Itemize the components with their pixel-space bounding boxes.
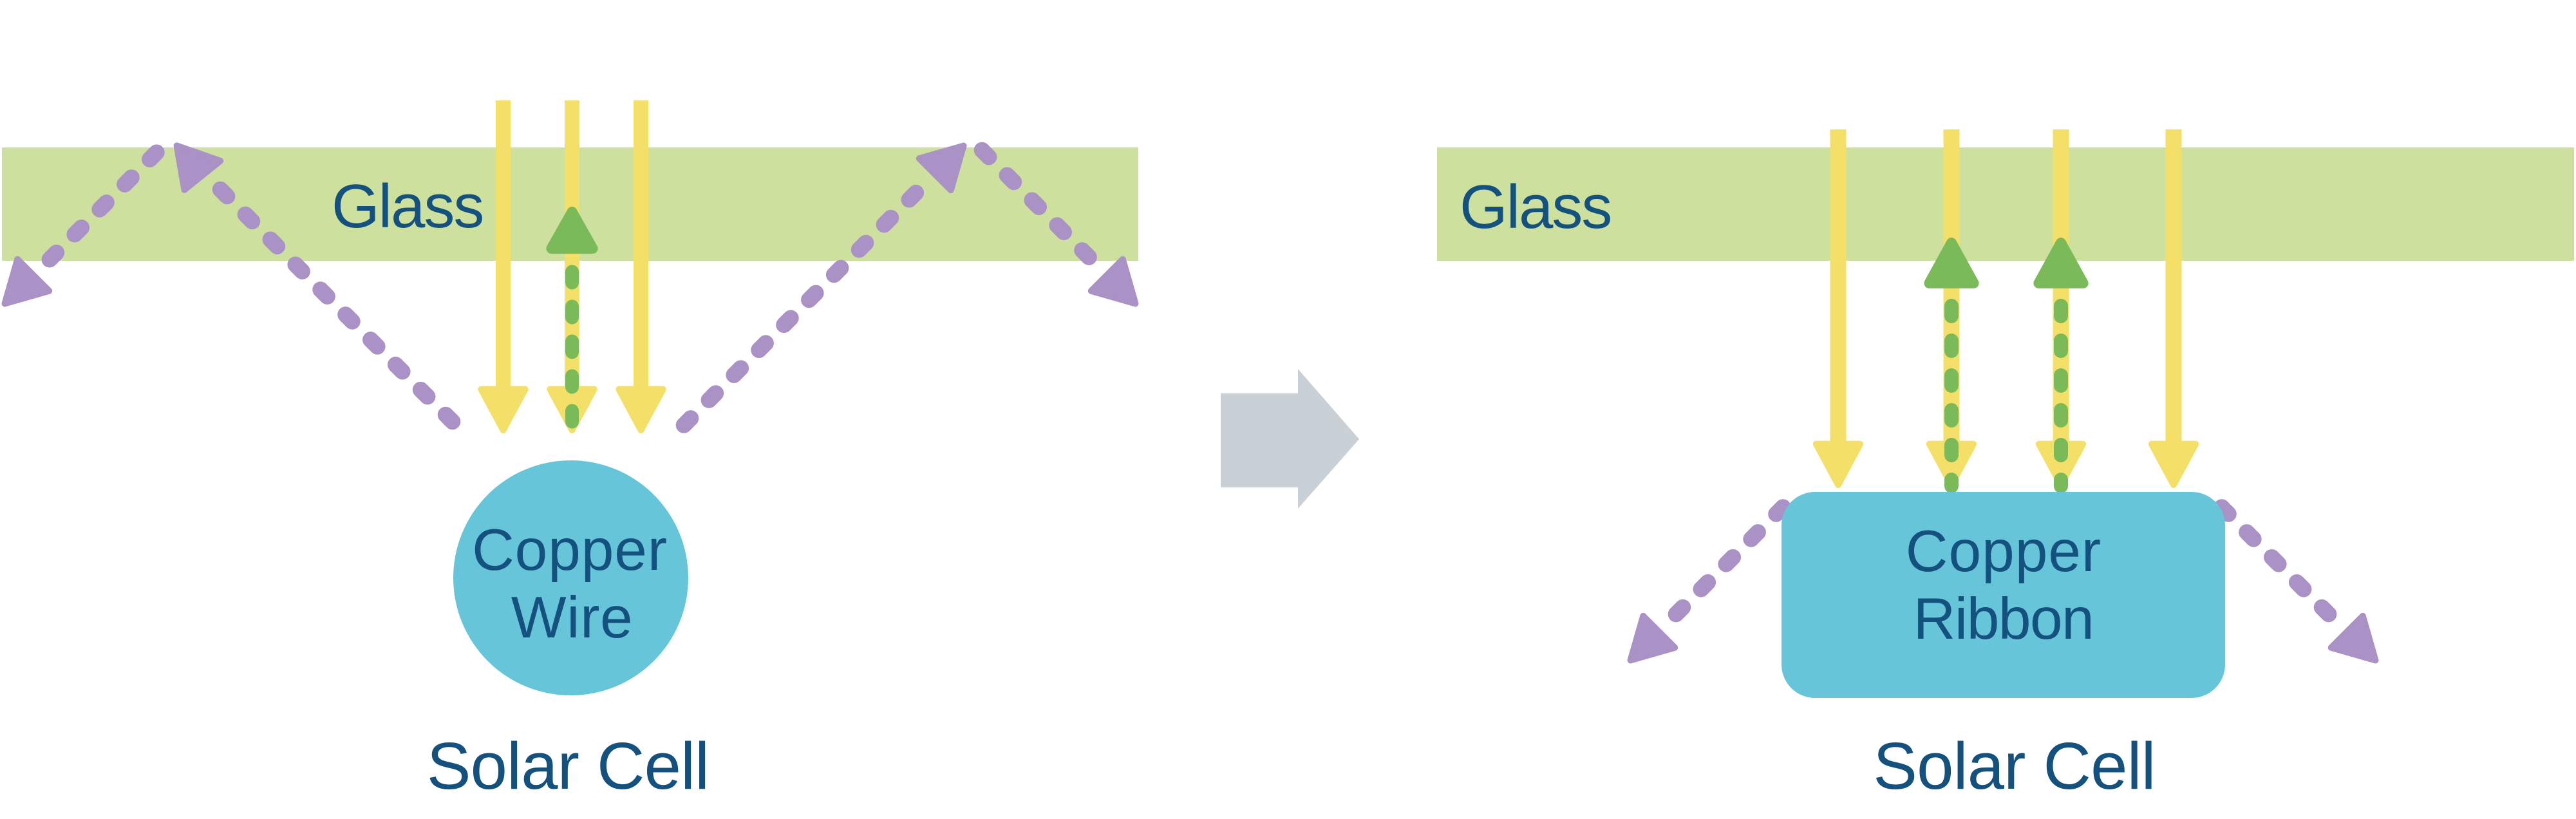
svg-text:Solar Cell: Solar Cell	[1873, 729, 2156, 803]
svg-text:Wire: Wire	[511, 585, 633, 650]
svg-text:Ribbon: Ribbon	[1913, 587, 2094, 652]
svg-text:Copper: Copper	[472, 518, 668, 583]
svg-text:Glass: Glass	[1460, 173, 1611, 241]
svg-text:Copper: Copper	[1906, 519, 2101, 584]
svg-text:Solar Cell: Solar Cell	[427, 729, 710, 803]
svg-text:Glass: Glass	[332, 172, 483, 241]
